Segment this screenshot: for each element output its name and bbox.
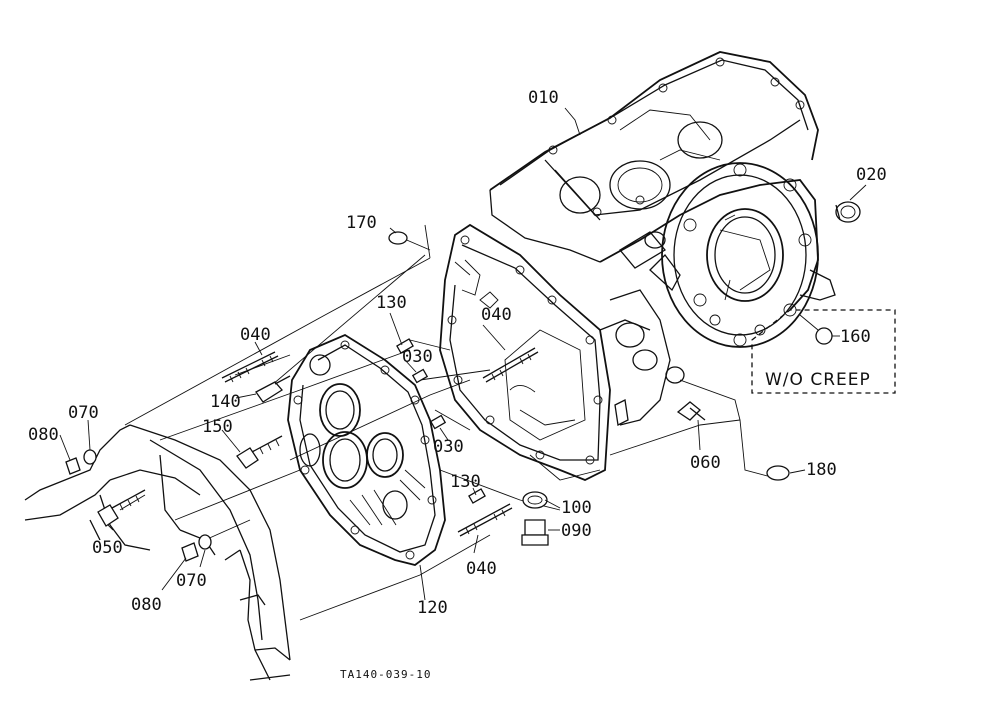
- callout-030-lower: 030: [433, 437, 464, 457]
- callout-040-upper: 040: [240, 325, 271, 345]
- callout-130-lower: 130: [450, 472, 481, 492]
- small-parts: [65, 201, 861, 562]
- callout-130-upper: 130: [376, 293, 407, 313]
- callout-120: 120: [417, 598, 448, 618]
- callout-150: 150: [202, 417, 233, 437]
- without-creep-note: W/O CREEP: [751, 309, 896, 394]
- callout-070-upper: 070: [68, 403, 99, 423]
- callout-090: 090: [561, 521, 592, 541]
- callout-060: 060: [690, 453, 721, 473]
- callout-030-upper: 030: [402, 347, 433, 367]
- explode-lines: [119, 224, 776, 621]
- callout-080-upper: 080: [28, 425, 59, 445]
- callout-labels: 010 020 170 130 040 040 030 160 140 070 …: [28, 88, 887, 618]
- callout-010: 010: [528, 88, 559, 108]
- drawing-code: TA140-039-10: [340, 668, 431, 681]
- transmission-case: [439, 51, 836, 481]
- leader-lines: [59, 107, 867, 601]
- callout-020: 020: [856, 165, 887, 185]
- note-box-label: W/O CREEP: [765, 370, 871, 390]
- callout-070-lower: 070: [176, 571, 207, 591]
- callout-040-middle: 040: [481, 305, 512, 325]
- callout-140: 140: [210, 392, 241, 412]
- callout-040-lower: 040: [466, 559, 497, 579]
- callout-160: 160: [840, 327, 871, 347]
- callout-170: 170: [346, 213, 377, 233]
- callout-100: 100: [561, 498, 592, 518]
- callout-050: 050: [92, 538, 123, 558]
- callout-180: 180: [806, 460, 837, 480]
- front-cover-plate: [287, 333, 446, 566]
- callout-080-lower: 080: [131, 595, 162, 615]
